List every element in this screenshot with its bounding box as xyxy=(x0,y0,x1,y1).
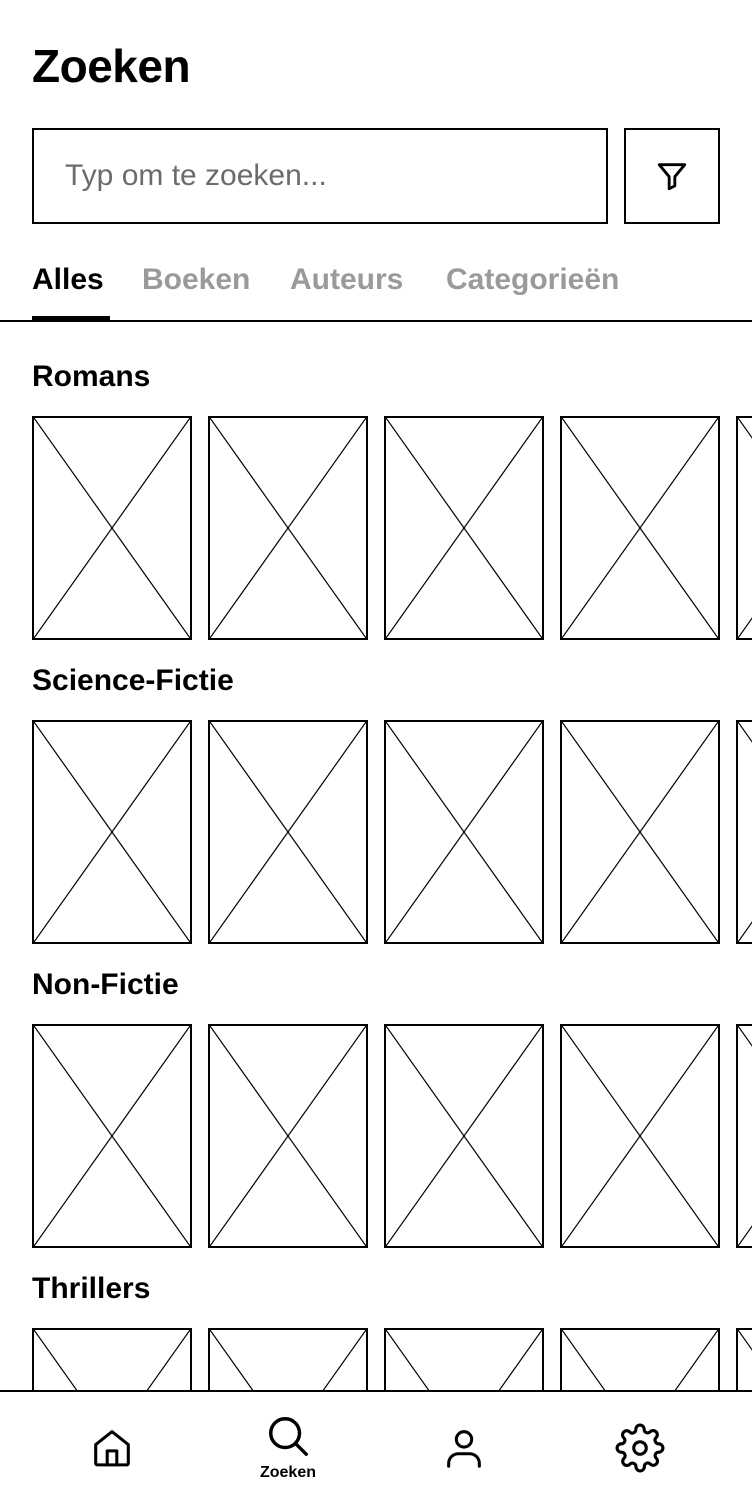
nav-settings[interactable] xyxy=(546,1392,734,1504)
user-icon xyxy=(447,1430,481,1468)
nav-label-zoeken: Zoeken xyxy=(259,1464,316,1481)
book-cover-placeholder[interactable] xyxy=(560,416,720,640)
home-icon xyxy=(94,1430,130,1467)
tab-boeken[interactable]: Boeken xyxy=(142,263,251,296)
book-cover-placeholder[interactable] xyxy=(736,1024,752,1248)
search-input[interactable] xyxy=(34,130,606,222)
book-cover-placeholder[interactable] xyxy=(384,720,544,944)
book-cover-placeholder[interactable] xyxy=(32,1024,192,1248)
book-cover-placeholder[interactable] xyxy=(32,416,192,640)
book-cover-placeholder[interactable] xyxy=(384,1024,544,1248)
nav-home[interactable] xyxy=(18,1392,206,1504)
tab-categorieen[interactable]: Categorieën xyxy=(446,263,620,296)
search-field[interactable] xyxy=(32,128,608,224)
book-cover-placeholder[interactable] xyxy=(208,1024,368,1248)
tab-bar: Alles Boeken Auteurs Categorieën xyxy=(0,255,752,322)
book-cover-placeholder[interactable] xyxy=(736,720,752,944)
bottom-navigation: Zoeken xyxy=(0,1390,752,1504)
book-cover-placeholder[interactable] xyxy=(208,416,368,640)
active-tab-indicator xyxy=(32,316,110,321)
page-title: Zoeken xyxy=(32,40,191,92)
section-title-thrillers: Thrillers xyxy=(32,1272,151,1305)
book-cover-placeholder[interactable] xyxy=(384,416,544,640)
book-cover-placeholder[interactable] xyxy=(560,1024,720,1248)
book-cover-placeholder[interactable] xyxy=(736,416,752,640)
book-cover-placeholder[interactable] xyxy=(208,720,368,944)
section-title-non-fictie: Non-Fictie xyxy=(32,968,179,1001)
nav-profile[interactable] xyxy=(370,1392,558,1504)
filter-button[interactable] xyxy=(624,128,720,224)
book-row-science-fictie xyxy=(32,720,752,944)
nav-zoeken[interactable]: Zoeken xyxy=(194,1392,382,1504)
tab-alles[interactable]: Alles xyxy=(32,263,104,296)
search-icon xyxy=(269,1417,308,1456)
section-title-romans: Romans xyxy=(32,360,151,393)
section-title-science-fictie: Science-Fictie xyxy=(32,664,234,697)
book-row-non-fictie xyxy=(32,1024,752,1248)
book-cover-placeholder[interactable] xyxy=(32,720,192,944)
tab-auteurs[interactable]: Auteurs xyxy=(290,263,404,296)
gear-icon xyxy=(615,1423,665,1473)
book-cover-placeholder[interactable] xyxy=(560,720,720,944)
book-row-romans xyxy=(32,416,752,640)
filter-icon xyxy=(657,163,687,191)
